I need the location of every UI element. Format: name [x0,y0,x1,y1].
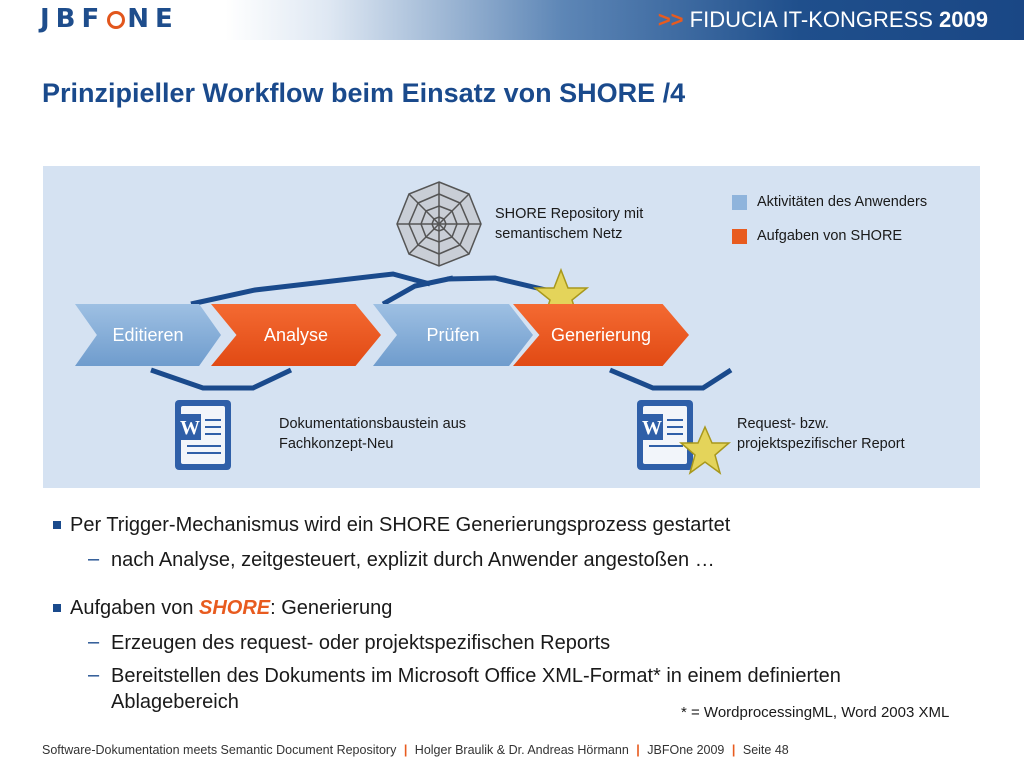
connector-lines: W W [150,181,733,475]
sub-bullet-2-1: Erzeugen des request- oder projektspezif… [111,632,611,654]
congress-year: 2009 [939,7,988,32]
bullet-dash-2: – [88,631,100,653]
footer-event: JBFOne 2009 [647,743,725,757]
step-generierung-label: Generierung [550,324,652,345]
svg-text:W: W [180,417,200,439]
legend: Aktivitäten des Anwenders Aufgaben von S… [732,190,927,258]
step-analyse: Analyse [211,304,381,366]
connector-line-editieren-repository [190,271,431,307]
legend-swatch-user [732,194,747,210]
doc-label-fachkonzept: Dokumentationsbaustein aus Fachkonzept-N… [279,416,467,452]
congress-arrows: >> [657,7,684,32]
legend-item-shore: Aufgaben von SHORE [732,224,927,248]
congress-banner: >> FIDUCIA IT-KONGRESS 2009 [658,7,988,33]
sub-bullet-1-1: nach Analyse, zeitgesteuert, explizit du… [111,549,715,571]
connector-line-doc2 [609,367,733,391]
doc-label-report: Request- bzw. projektspezifischer Report [737,416,905,452]
footer-authors: Holger Braulik & Dr. Andreas Hörmann [414,743,629,757]
word-document-icon: W [175,400,231,470]
connector-line-analyse [381,275,454,307]
shore-emphasis: SHORE [199,597,271,619]
step-generierung: Generierung [513,304,689,366]
spider-web-icon [396,181,482,267]
legend-label-shore: Aufgaben von SHORE [757,228,903,244]
workflow-diagram: W W Aktivitäten des Anwenders [43,166,980,488]
connector-line-doc1 [150,367,293,391]
congress-name: FIDUCIA IT-KONGRESS [689,7,933,32]
slide-title: Prinzipieller Workflow beim Einsatz von … [42,78,686,108]
bullet-dash-1: – [88,548,100,570]
step-analyse-label: Analyse [263,324,329,345]
footer-title: Software-Dokumentation meets Semantic Do… [42,743,397,757]
bullet-2: Aufgaben von SHORE: Generierung [70,597,393,619]
step-pruefen-label: Prüfen [426,324,480,345]
bullet-square-1 [53,521,61,529]
footer: Software-Dokumentation meets Semantic Do… [42,743,789,757]
bullet-square-2 [53,604,61,612]
sub-bullet-2-2-cont: Ablagebereich [111,691,239,713]
repository-label: SHORE Repository mit semantischem Netz [495,206,644,242]
step-editieren-label: Editieren [112,324,184,345]
footer-page-number: Seite 48 [742,743,789,757]
legend-swatch-shore [732,228,747,244]
step-pruefen: Prüfen [373,304,533,366]
step-editieren: Editieren [75,304,221,366]
footnote: * = WordprocessingML, Word 2003 XML [681,704,950,721]
report-star-icon [678,425,732,475]
bullet-dash-3: – [88,664,100,686]
sub-bullet-2-2: Bereitstellen des Dokuments im Microsoft… [111,665,841,687]
legend-label-user: Aktivitäten des Anwenders [757,194,928,210]
bullet-1: Per Trigger-Mechanismus wird ein SHORE G… [70,514,731,536]
svg-text:W: W [642,417,662,439]
legend-item-user: Aktivitäten des Anwenders [732,190,927,214]
word-document-icon-report: W [637,400,693,470]
